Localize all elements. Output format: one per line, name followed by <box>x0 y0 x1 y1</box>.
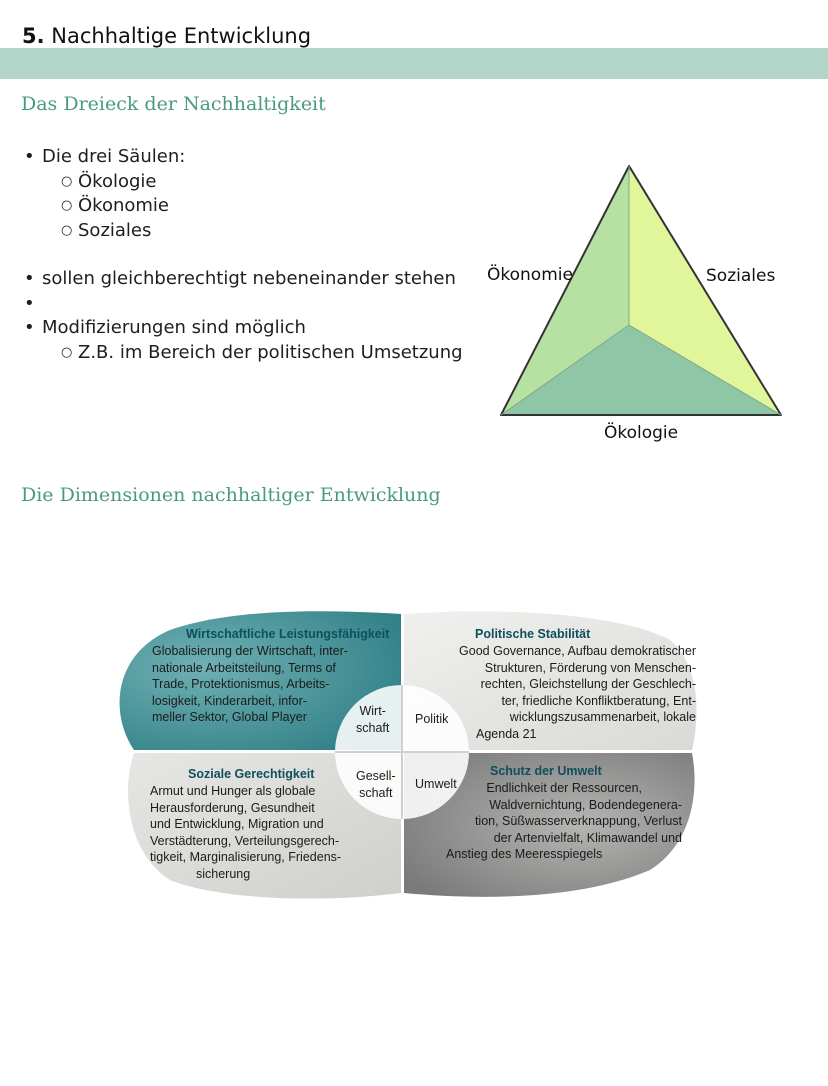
economy-line: Trade, Protektionismus, Arbeits- <box>152 677 330 691</box>
politics-text: Good Governance, Aufbau demokratischer S… <box>410 643 696 742</box>
center-label-line: Gesell- <box>356 769 396 783</box>
bullet-pillars-intro: Die drei Säulen: <box>22 145 482 170</box>
sub-bullet-oekologie: Ökologie <box>22 170 482 195</box>
politics-line: ter, friedliche Konfliktberatung, Ent- <box>501 693 696 708</box>
economy-quadrant <box>119 611 401 750</box>
sub-bullet-soziales: Soziales <box>22 219 482 244</box>
environment-line: Endlichkeit der Ressourcen, <box>486 781 642 795</box>
politics-line: rechten, Gleichstellung der Geschlech- <box>480 677 696 691</box>
economy-line: meller Sektor, Global Player <box>152 710 307 724</box>
triangle-label-soziales: Soziales <box>706 266 776 286</box>
center-label-politik: Politik <box>415 712 449 726</box>
center-label-wirtschaft: Wirt- schaft <box>356 703 389 736</box>
environment-quadrant <box>404 753 695 897</box>
bullet-equal: sollen gleichberechtigt nebeneinander st… <box>22 267 482 292</box>
politics-line: Good Governance, Aufbau demokratischer <box>459 644 696 658</box>
environment-text: Endlichkeit der Ressourcen, Waldvernicht… <box>440 780 682 863</box>
sub-bullet-oekonomie: Ökonomie <box>22 194 482 219</box>
section-title: Nachhaltige Entwicklung <box>51 24 312 48</box>
economy-line: nationale Arbeitsteilung, Terms of <box>152 660 336 675</box>
society-quadrant <box>128 753 401 899</box>
triangle-inner-edge <box>500 324 630 416</box>
dimensions-diagram <box>119 611 697 899</box>
society-line: und Entwicklung, Migration und <box>150 817 324 831</box>
triangle-heading: Das Dreieck der Nachhaltigkeit <box>21 93 326 115</box>
society-text: Armut und Hunger als globale Herausforde… <box>150 783 341 882</box>
environment-title: Schutz der Umwelt <box>490 764 602 778</box>
center-label-line: schaft <box>356 720 390 735</box>
economy-line: Globalisierung der Wirtschaft, inter- <box>152 644 348 658</box>
economy-title: Wirtschaftliche Leistungsfähigkeit <box>186 627 390 641</box>
society-line: tigkeit, Marginalisierung, Friedens- <box>150 850 342 864</box>
environment-line: der Artenvielfalt, Klimawandel und <box>493 830 682 845</box>
economy-text: Globalisierung der Wirtschaft, inter- na… <box>152 643 348 726</box>
environment-line: Waldvernichtung, Bodendegenera- <box>489 797 682 812</box>
center-label-line: schaft <box>359 785 393 800</box>
sub-bullet-political: Z.B. im Bereich der politischen Umsetzun… <box>22 341 482 366</box>
section-number: 5. <box>22 24 45 48</box>
triangle-face-ecology <box>501 325 781 415</box>
bullet-empty <box>22 292 482 317</box>
politics-line: Strukturen, Förderung von Menschen- <box>484 660 696 675</box>
society-title: Soziale Gerechtigkeit <box>188 767 315 781</box>
triangle-label-oekonomie: Ökonomie <box>487 265 573 285</box>
politics-title: Politische Stabilität <box>475 627 591 641</box>
society-line: Herausforderung, Gesundheit <box>150 800 315 815</box>
bullet-list: Die drei Säulen: Ökologie Ökonomie Sozia… <box>22 145 482 365</box>
politics-quadrant <box>404 611 697 750</box>
economy-line: losigkeit, Kinderarbeit, infor- <box>152 693 307 708</box>
triangle-inner-edge <box>628 324 782 416</box>
header-band <box>0 48 828 79</box>
politics-line: Agenda 21 <box>476 726 537 741</box>
center-label-umwelt: Umwelt <box>415 777 457 791</box>
environment-line: tion, Süßwasserverknappung, Verlust <box>474 814 682 828</box>
bullet-modifications: Modifizierungen sind möglich <box>22 316 482 341</box>
society-line: sicherung <box>196 866 251 881</box>
sustainability-triangle <box>500 165 782 416</box>
dimensions-heading: Die Dimensionen nachhaltiger Entwicklung <box>21 484 441 506</box>
environment-line: Anstieg des Meeresspiegels <box>446 847 603 861</box>
triangle-label-oekologie: Ökologie <box>604 423 679 443</box>
politics-line: wicklungszusammenarbeit, lokale <box>509 710 696 724</box>
society-line: Verstädterung, Verteilungsgerech- <box>150 833 340 848</box>
page-title: 5. Nachhaltige Entwicklung <box>22 24 311 48</box>
triangle-outline <box>500 165 782 416</box>
center-label-line: Wirt- <box>359 704 386 718</box>
center-label-gesellschaft: Gesell- schaft <box>356 768 396 801</box>
society-line: Armut und Hunger als globale <box>150 784 316 798</box>
title-bar: 5. Nachhaltige Entwicklung <box>0 0 828 50</box>
